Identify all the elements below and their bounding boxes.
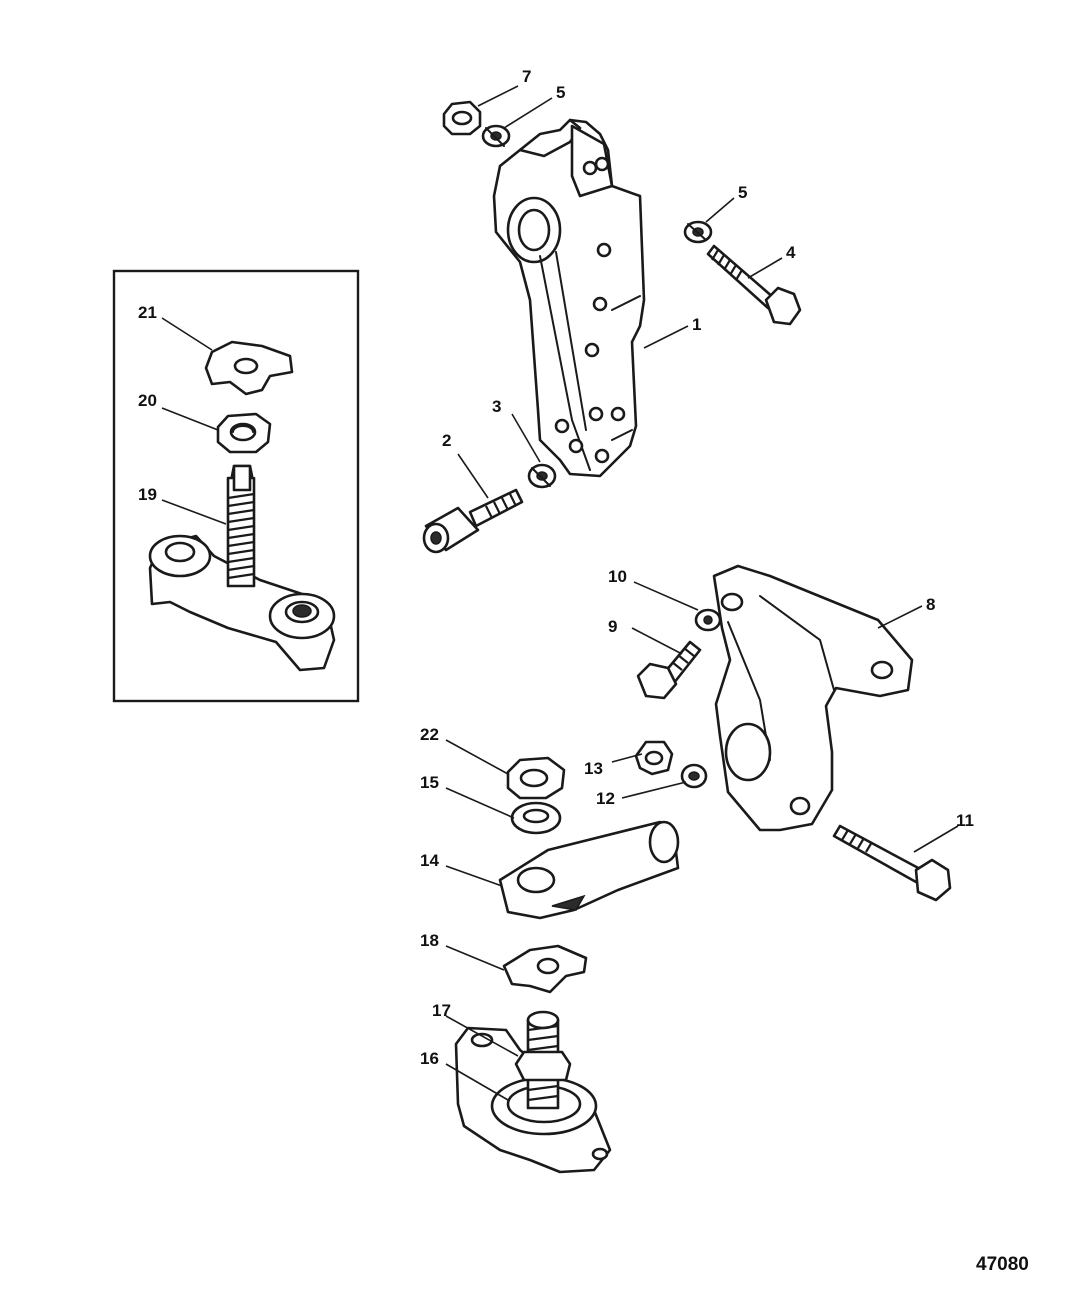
part-20-hex-nut — [216, 412, 272, 454]
callout-2: 2 — [442, 431, 451, 450]
callout-11: 11 — [956, 811, 974, 830]
part-12-lock-washer — [680, 763, 708, 789]
part-19-link-with-stud — [148, 464, 336, 672]
callout-3: 3 — [492, 397, 501, 416]
part-5-lock-washer-lower — [683, 220, 713, 244]
part-10-lock-washer — [694, 608, 722, 632]
callout-16: 16 — [420, 1049, 439, 1068]
figure-number: 47080 — [976, 1254, 1029, 1275]
callout-9: 9 — [608, 617, 617, 636]
callout-4: 4 — [786, 243, 796, 262]
part-7-nut — [442, 100, 482, 136]
part-9-bolt — [636, 640, 702, 700]
callout-19: 19 — [138, 485, 157, 504]
part-22-nut — [506, 756, 566, 800]
callout-15: 15 — [420, 773, 439, 792]
part-14-cable-lug — [498, 820, 680, 920]
callout-8: 8 — [926, 595, 935, 614]
part-5-lock-washer-upper — [481, 124, 511, 148]
callout-17: 17 — [432, 1001, 451, 1020]
callout-5-upper: 5 — [556, 83, 565, 102]
part-1-mount-bracket — [492, 118, 646, 478]
callouts: 7 5 5 4 1 3 2 21 20 19 10 9 8 11 13 12 2… — [138, 67, 974, 1068]
part-8-support-bracket — [712, 564, 914, 832]
callout-22: 22 — [420, 725, 439, 744]
callout-21: 21 — [138, 303, 157, 322]
callout-18: 18 — [420, 931, 439, 950]
callout-1: 1 — [692, 315, 701, 334]
callout-7: 7 — [522, 67, 531, 86]
part-21-tab-washer — [204, 340, 294, 396]
part-15-lock-washer — [510, 801, 562, 835]
inset-frame — [112, 269, 360, 703]
part-2-socket-head-screw — [422, 488, 524, 554]
part-18-tab-washer — [502, 944, 588, 994]
part-11-bolt — [832, 824, 952, 902]
callout-5-lower: 5 — [738, 183, 747, 202]
part-17-stud-with-nut — [514, 1010, 572, 1110]
callout-12: 12 — [596, 789, 615, 808]
callout-14: 14 — [420, 851, 439, 870]
part-3-lock-washer — [527, 463, 557, 489]
part-4-bolt — [706, 244, 802, 326]
callout-20: 20 — [138, 391, 157, 410]
callout-10: 10 — [608, 567, 627, 586]
callout-13: 13 — [584, 759, 603, 778]
leader-lines — [161, 85, 959, 1101]
part-13-nut — [634, 740, 674, 776]
